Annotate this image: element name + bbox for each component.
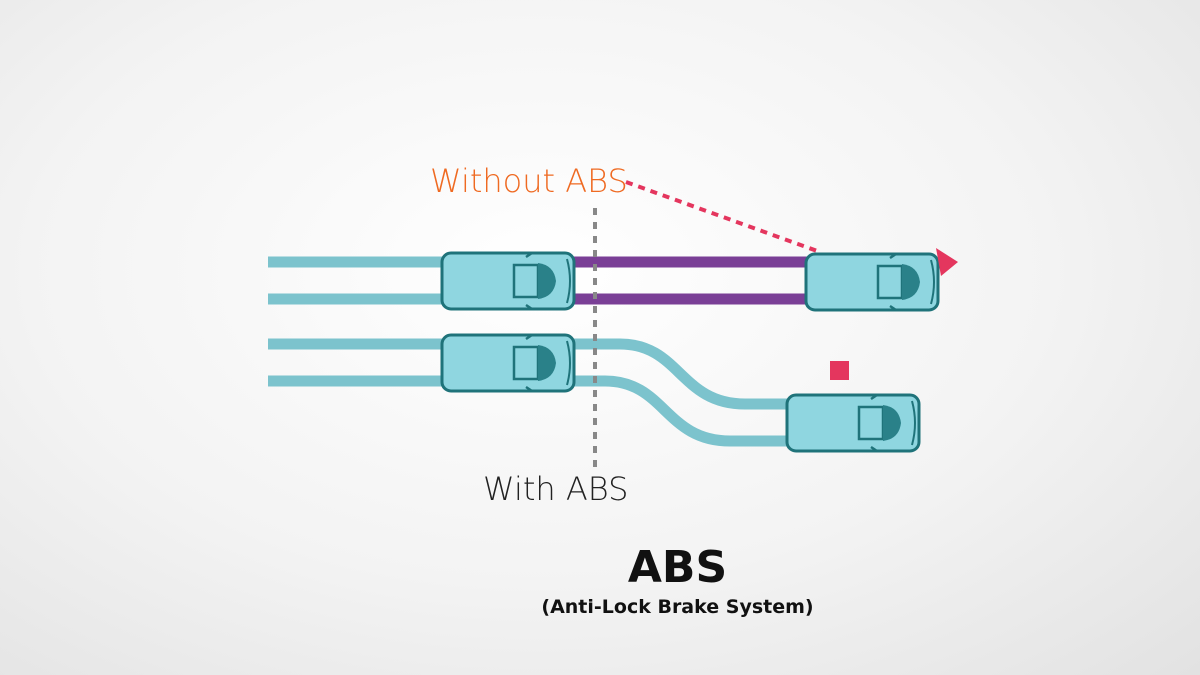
car-bottom-start: [440, 333, 576, 393]
page-title: ABS: [627, 542, 728, 593]
car-top-end: [804, 252, 940, 312]
with-abs-label: With ABS: [483, 470, 629, 508]
steering-track-lower: [572, 375, 792, 447]
car-bottom-end: [785, 393, 921, 453]
without-abs-label: Without ABS: [430, 162, 628, 200]
pointer-line: [625, 180, 821, 254]
triangle-arrow-icon: [936, 248, 958, 276]
steering-track-upper: [572, 338, 792, 410]
car-top-start: [440, 251, 576, 311]
page-subtitle: (Anti-Lock Brake System): [541, 596, 814, 618]
square-icon: [830, 361, 849, 380]
